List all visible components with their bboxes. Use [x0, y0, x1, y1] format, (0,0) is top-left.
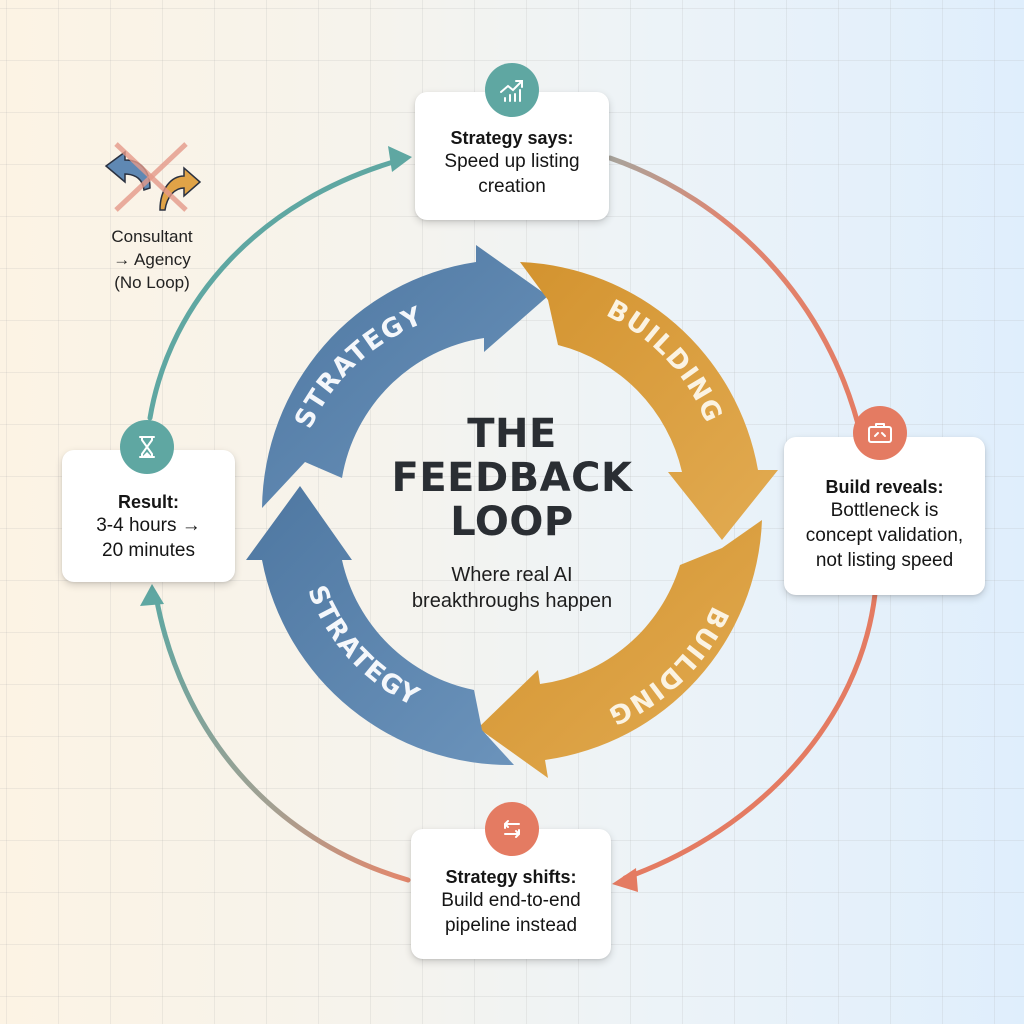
outer-arc-bottom-right-arrowhead	[612, 868, 638, 892]
card-title: Build reveals:	[825, 477, 944, 497]
card-line: Speed up listing	[444, 151, 580, 172]
card-line: pipeline instead	[444, 915, 578, 936]
outer-arc-top-right	[607, 155, 865, 443]
side-note-line1: Consultant	[111, 227, 193, 246]
side-note-consultant-agency: Consultant → Agency (No Loop)	[82, 225, 222, 294]
title-line2: FEEDBACK	[391, 455, 633, 501]
hourglass-icon	[120, 420, 174, 474]
page-title: THE FEEDBACK LOOP	[362, 412, 662, 544]
subtitle: Where real AI breakthroughs happen	[362, 562, 662, 614]
crossed-out-arrows-icon	[104, 142, 202, 212]
outer-arc-top-left	[147, 157, 403, 421]
card-title: Strategy shifts:	[445, 867, 577, 887]
ring-arrow-strategy-top-left	[262, 245, 548, 508]
ring-arrow-building-top-right	[520, 262, 778, 540]
trending-chart-icon	[485, 63, 539, 117]
side-note-line2: → Agency	[113, 250, 191, 269]
card-line: concept validation,	[805, 525, 964, 546]
outer-arc-bottom-right	[622, 591, 878, 881]
card-title: Result:	[117, 492, 179, 512]
card-line: Build end-to-end	[441, 890, 581, 911]
title-line3: LOOP	[450, 499, 574, 545]
outer-arc-top-left-arrowhead	[388, 146, 412, 172]
card-title: Strategy says:	[450, 128, 574, 148]
side-note-line3: (No Loop)	[114, 273, 190, 292]
outer-arc-bottom-left-arrowhead	[140, 584, 164, 606]
card-build-reveals: Build reveals: Bottleneck is concept val…	[784, 437, 985, 595]
subtitle-line2: breakthroughs happen	[411, 590, 613, 612]
toolbox-icon	[853, 406, 907, 460]
card-line: 20 minutes	[102, 540, 195, 561]
repeat-arrows-icon	[485, 802, 539, 856]
ring-arrow-strategy-bottom-left	[246, 486, 514, 766]
card-line: 3-4 hours →	[96, 515, 201, 536]
card-line: not listing speed	[815, 550, 954, 571]
card-line: Bottleneck is	[830, 500, 939, 521]
outer-arc-bottom-left	[153, 593, 411, 883]
ring-arrow-building-bottom-right	[478, 520, 762, 778]
subtitle-line1: Where real AI	[451, 564, 573, 586]
title-line1: THE	[467, 411, 557, 457]
card-line: creation	[478, 176, 546, 197]
card-strategy-says: Strategy says: Speed up listing creation	[415, 92, 609, 220]
